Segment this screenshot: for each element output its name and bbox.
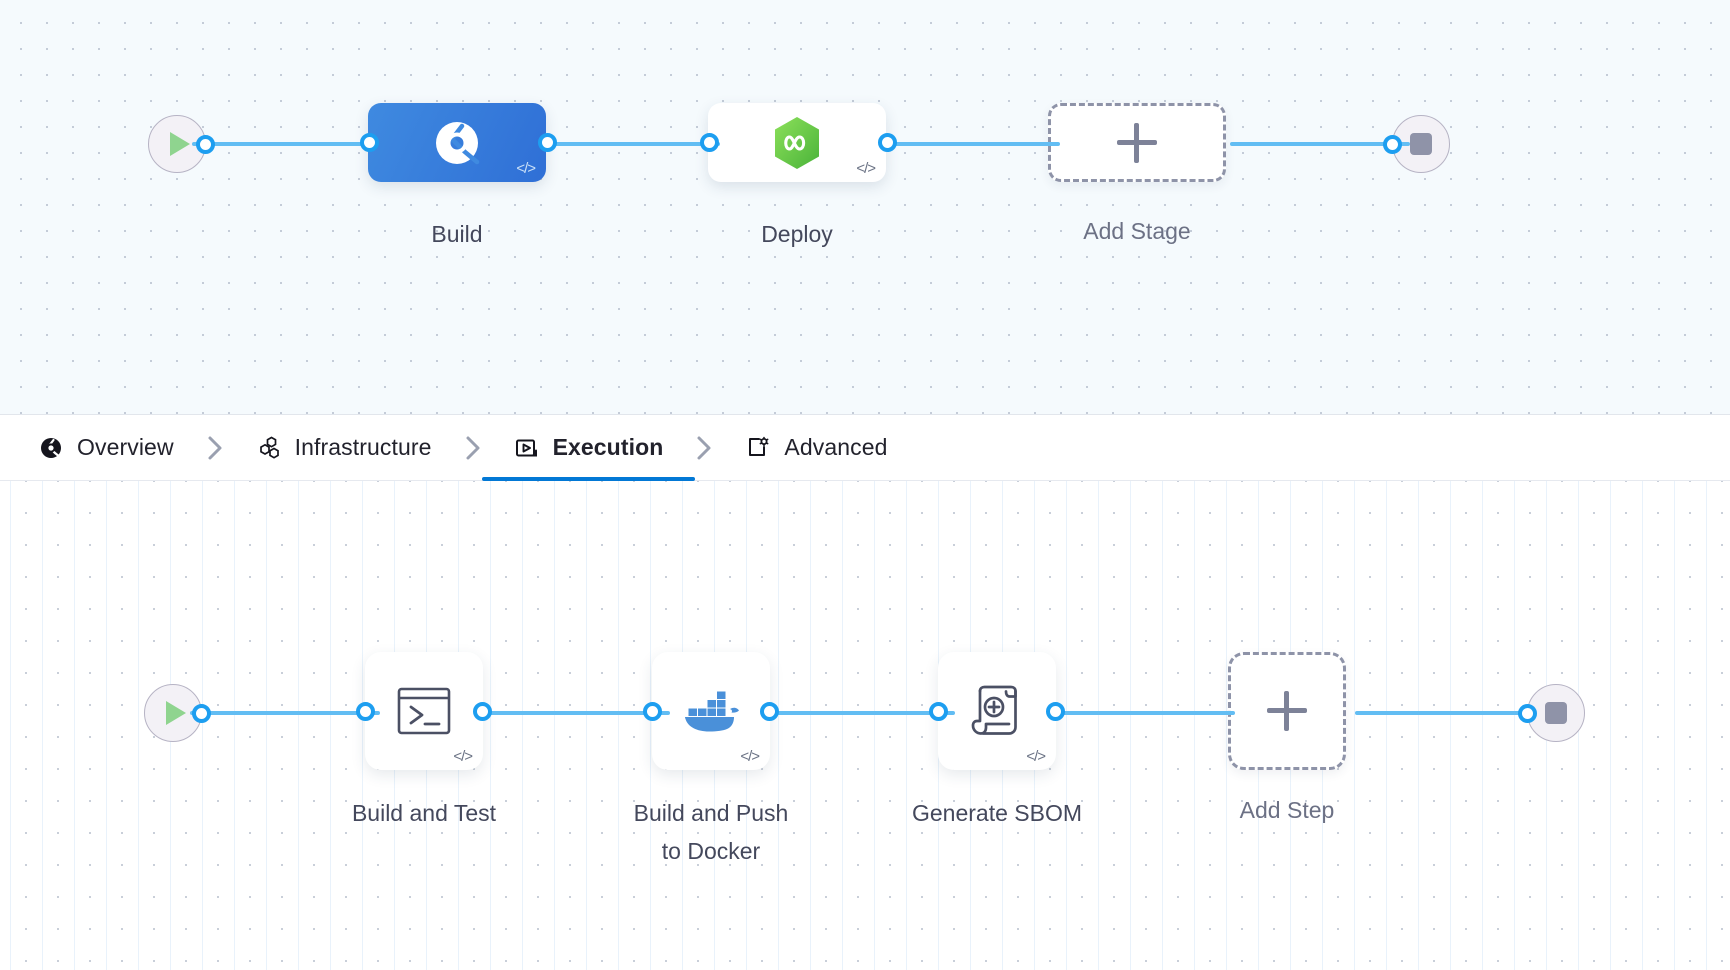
add-stage-node[interactable]: Add Stage	[1048, 103, 1226, 244]
stage-node-deploy[interactable]: </> Deploy	[700, 103, 897, 247]
stage-config-tabs[interactable]: Overview Infrastructure	[0, 415, 1730, 481]
play-icon	[166, 701, 186, 725]
step-node-build-and-push-to-docker[interactable]: </> Build and Push to Docker	[634, 652, 788, 864]
step-build-and-push-box[interactable]: </>	[652, 652, 770, 770]
plus-icon	[1117, 122, 1157, 163]
step-node-build-and-test[interactable]: </> Build and Test	[352, 652, 496, 826]
overview-icon	[38, 435, 64, 461]
execution-icon	[514, 435, 540, 461]
tab-advanced-label: Advanced	[784, 434, 888, 460]
chevron-right-icon	[178, 433, 252, 463]
harness-ci-icon	[436, 121, 480, 164]
step-build-and-push-label: Build and Push to Docker	[633, 800, 789, 864]
stage-deploy-port-out[interactable]	[878, 133, 897, 152]
stage-build-port-in[interactable]	[360, 133, 379, 152]
sbom-scroll-icon	[971, 685, 1017, 735]
advanced-icon	[745, 435, 771, 461]
step-generate-sbom-port-out[interactable]	[1046, 702, 1065, 721]
code-badge-icon[interactable]: </>	[740, 748, 760, 765]
stage-deploy-label: Deploy	[761, 221, 833, 247]
step-node-generate-sbom[interactable]: </> Generate SBOM	[912, 652, 1082, 826]
execution-graph-canvas[interactable]: </> Build and Test	[0, 481, 1730, 970]
pipeline-end-circle[interactable]	[1392, 115, 1450, 173]
add-step-button[interactable]	[1228, 652, 1346, 770]
play-icon	[170, 132, 190, 156]
pipeline-end-port[interactable]	[1383, 135, 1402, 154]
pipeline-start-circle[interactable]	[148, 115, 206, 173]
add-step-node[interactable]: Add Step	[1228, 652, 1346, 823]
step-generate-sbom-box[interactable]: </>	[938, 652, 1056, 770]
step-build-and-push-port-in[interactable]	[643, 702, 662, 721]
code-badge-icon[interactable]: </>	[516, 160, 536, 177]
tab-advanced[interactable]: Advanced	[741, 415, 891, 481]
stage-build-port-out[interactable]	[538, 133, 557, 152]
add-step-label: Add Step	[1239, 797, 1335, 823]
tab-infrastructure-label: Infrastructure	[294, 434, 432, 460]
stage-link-start-build	[192, 142, 372, 146]
add-stage-button[interactable]	[1048, 103, 1226, 182]
stage-link-addstage-end	[1230, 142, 1410, 146]
step-build-and-test-label: Build and Test	[351, 800, 497, 826]
execution-start-port[interactable]	[192, 704, 211, 723]
step-generate-sbom-port-in[interactable]	[929, 702, 948, 721]
tab-overview[interactable]: Overview	[34, 415, 178, 481]
pipeline-start-port[interactable]	[196, 135, 215, 154]
step-generate-sbom-label: Generate SBOM	[911, 800, 1083, 826]
pipeline-end-node[interactable]	[1383, 115, 1450, 173]
execution-end-node[interactable]	[1518, 684, 1585, 742]
step-link-docker-sbom	[765, 711, 955, 715]
step-link-start-build	[190, 711, 380, 715]
tab-overview-label: Overview	[77, 434, 174, 460]
tab-execution-label: Execution	[552, 434, 664, 460]
step-link-addstep-end	[1355, 711, 1535, 715]
stage-link-deploy-addstage	[880, 142, 1060, 146]
stop-icon	[1410, 133, 1432, 155]
code-badge-icon[interactable]: </>	[856, 160, 876, 177]
plus-icon	[1267, 691, 1307, 731]
step-link-sbom-addstep	[1055, 711, 1235, 715]
stage-graph-canvas[interactable]: </> Build </>	[0, 0, 1730, 415]
execution-end-port[interactable]	[1518, 704, 1537, 723]
tab-execution[interactable]: Execution	[481, 415, 696, 481]
stage-node-build[interactable]: </> Build	[360, 103, 557, 247]
stage-build-label: Build	[431, 221, 483, 247]
stage-link-build-deploy	[540, 142, 720, 146]
stop-icon	[1545, 702, 1567, 724]
add-stage-label: Add Stage	[1083, 218, 1191, 244]
docker-icon	[685, 691, 739, 732]
stage-deploy-port-in[interactable]	[700, 133, 719, 152]
step-link-build-docker	[480, 711, 670, 715]
stage-deploy-box[interactable]: </>	[708, 103, 886, 182]
chevron-right-icon	[436, 433, 510, 463]
execution-start-node[interactable]	[144, 684, 211, 742]
code-badge-icon[interactable]: </>	[453, 748, 473, 765]
chevron-right-icon	[667, 433, 741, 463]
terminal-icon	[397, 687, 451, 735]
harness-cd-icon	[775, 116, 819, 169]
step-build-and-test-port-out[interactable]	[473, 702, 492, 721]
stage-build-box[interactable]: </>	[368, 103, 546, 182]
code-badge-icon[interactable]: </>	[1026, 748, 1046, 765]
step-build-and-test-box[interactable]: </>	[365, 652, 483, 770]
step-build-and-test-port-in[interactable]	[356, 702, 375, 721]
step-build-and-push-port-out[interactable]	[760, 702, 779, 721]
tab-infrastructure[interactable]: Infrastructure	[252, 415, 436, 481]
infrastructure-icon	[256, 435, 282, 461]
pipeline-start-node[interactable]	[148, 115, 215, 173]
